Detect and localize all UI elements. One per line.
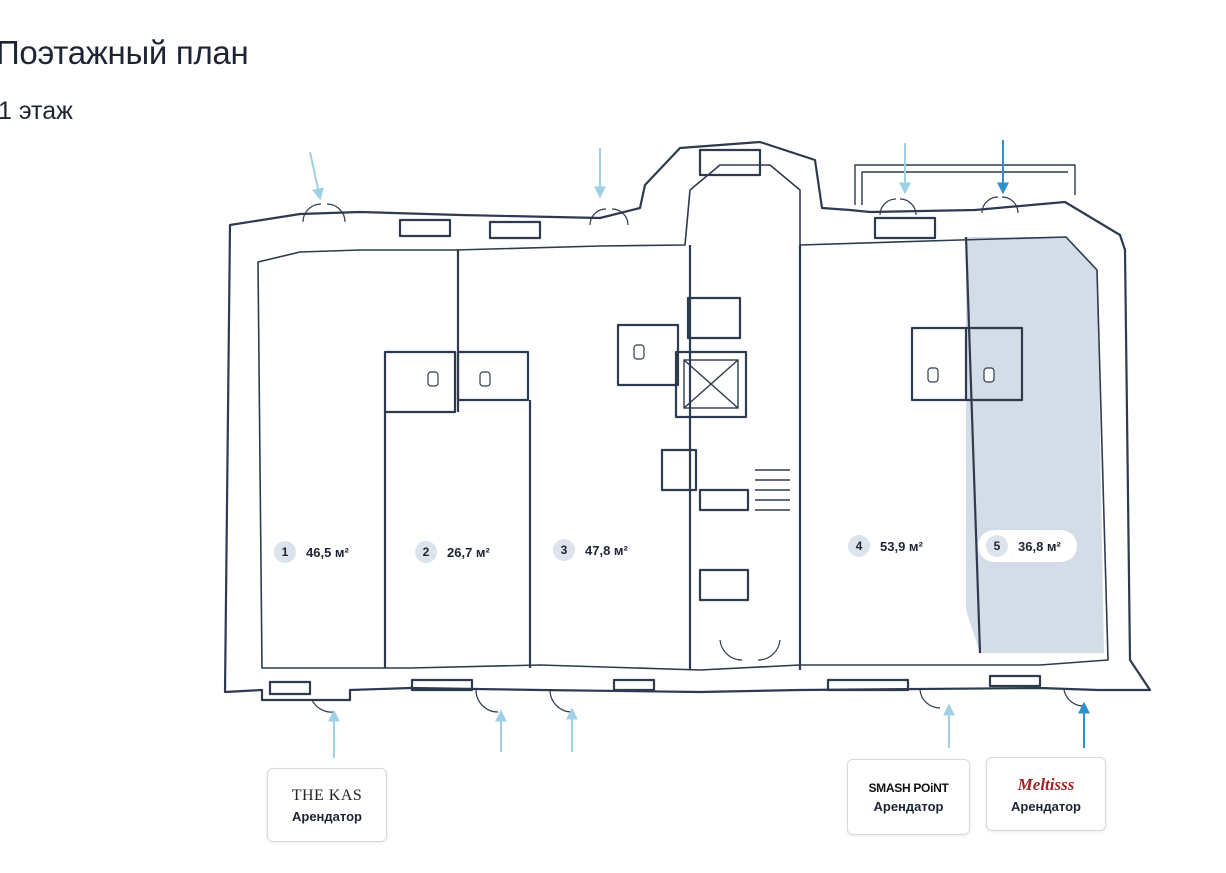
toilet-icon bbox=[927, 367, 939, 383]
toilet-icon bbox=[479, 371, 491, 387]
room-area: 36,8 м² bbox=[1018, 538, 1061, 554]
room-number-badge: 2 bbox=[415, 541, 437, 563]
room-label-5[interactable]: 5 36,8 м² bbox=[978, 530, 1077, 562]
room-label-3[interactable]: 3 47,8 м² bbox=[553, 539, 628, 561]
tenant-role: Арендатор bbox=[292, 808, 362, 824]
toilet-icon bbox=[427, 371, 439, 387]
room-number-badge: 5 bbox=[986, 535, 1008, 557]
room-area: 53,9 м² bbox=[880, 538, 923, 554]
floor-label: 1 этаж bbox=[0, 97, 73, 125]
tenant-logo: THE KAS bbox=[291, 786, 363, 804]
toilet-icon bbox=[633, 344, 645, 360]
room-area: 26,7 м² bbox=[447, 544, 490, 560]
room-5-highlight[interactable] bbox=[966, 237, 1104, 653]
tenant-role: Арендатор bbox=[1011, 798, 1081, 814]
toilet-icon bbox=[983, 367, 995, 383]
entrance-arrow-icon bbox=[309, 151, 324, 201]
tenant-card-meltisss[interactable]: Meltisss Арендатор bbox=[986, 757, 1106, 831]
room-number-badge: 3 bbox=[553, 539, 575, 561]
room-area: 46,5 м² bbox=[306, 544, 349, 560]
room-label-2[interactable]: 2 26,7 м² bbox=[415, 541, 490, 563]
room-label-1[interactable]: 1 46,5 м² bbox=[274, 541, 349, 563]
tenant-role: Арендатор bbox=[873, 798, 944, 814]
tenant-card-the-kas[interactable]: THE KAS Арендатор bbox=[267, 768, 387, 842]
room-number-badge: 1 bbox=[274, 541, 296, 563]
page-title: Поэтажный план bbox=[0, 34, 249, 71]
tenant-logo: SMASH POiNT bbox=[868, 780, 949, 795]
room-number-badge: 4 bbox=[848, 535, 870, 557]
room-area: 47,8 м² bbox=[585, 542, 628, 558]
tenant-logo: Meltisss bbox=[1017, 774, 1075, 794]
outer-wall bbox=[223, 140, 1152, 702]
room-label-4[interactable]: 4 53,9 м² bbox=[848, 535, 923, 557]
tenant-card-smash-point[interactable]: SMASH POiNT Арендатор bbox=[847, 759, 970, 835]
